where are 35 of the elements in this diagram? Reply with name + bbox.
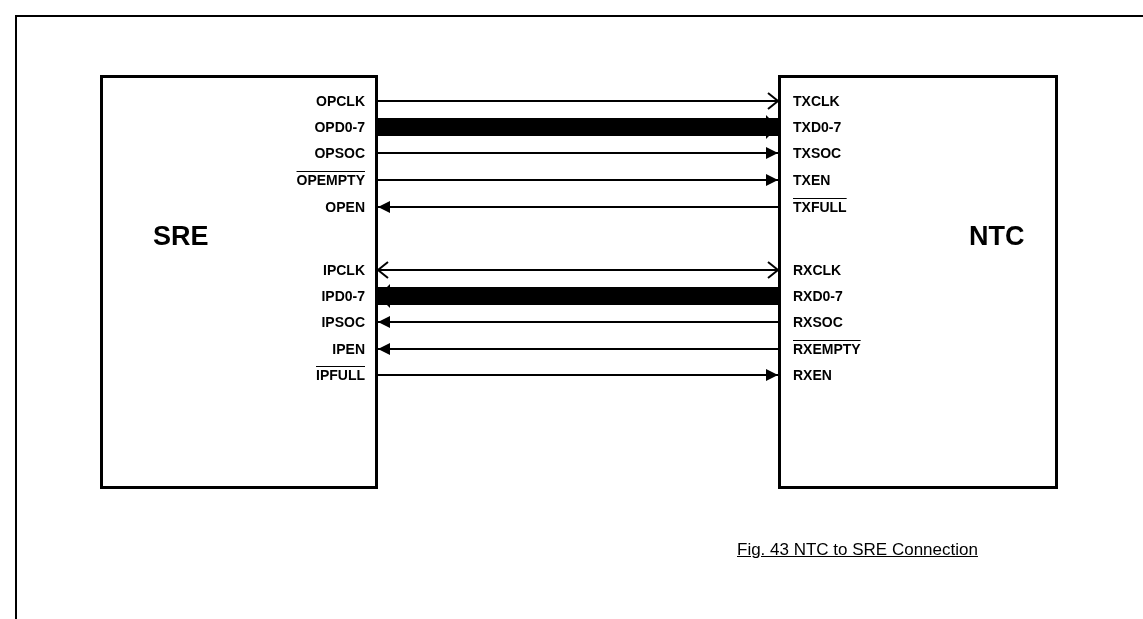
pin-label: OPSOC — [314, 144, 375, 162]
pin-label: TXSOC — [781, 144, 842, 162]
pin-label: TXCLK — [781, 92, 840, 110]
signal-arrow — [377, 316, 779, 328]
pin-label: OPD0-7 — [314, 118, 375, 136]
figure-caption: Fig. 43 NTC to SRE Connection — [737, 540, 978, 560]
signal-arrow — [377, 369, 779, 381]
signal-arrow — [377, 343, 779, 355]
pin-label: OPEN — [325, 198, 375, 216]
pin-label: IPCLK — [323, 261, 375, 279]
bus-arrow — [378, 284, 778, 308]
bus-arrow — [378, 115, 778, 139]
block-name: NTC — [969, 221, 1025, 252]
pin-label: OPEMPTY — [296, 171, 375, 189]
pin-label: IPSOC — [321, 313, 375, 331]
pin-label: RXEMPTY — [781, 340, 861, 358]
pin-label: RXD0-7 — [781, 287, 843, 305]
block-box — [778, 75, 1058, 489]
pin-label: TXFULL — [781, 198, 847, 216]
pin-label: IPD0-7 — [321, 287, 375, 305]
pin-label: OPCLK — [316, 92, 375, 110]
signal-arrow — [377, 92, 779, 110]
pin-label: TXD0-7 — [781, 118, 842, 136]
signal-arrow — [377, 147, 779, 159]
signal-arrow — [377, 261, 779, 279]
pin-label: RXEN — [781, 366, 832, 384]
block-name: SRE — [153, 221, 209, 252]
pin-label: IPFULL — [316, 366, 375, 384]
block-box — [100, 75, 378, 489]
pin-label: RXCLK — [781, 261, 842, 279]
pin-label: TXEN — [781, 171, 831, 189]
signal-arrow — [377, 201, 779, 213]
pin-label: IPEN — [332, 340, 375, 358]
pin-label: RXSOC — [781, 313, 843, 331]
signal-arrow — [377, 174, 779, 186]
